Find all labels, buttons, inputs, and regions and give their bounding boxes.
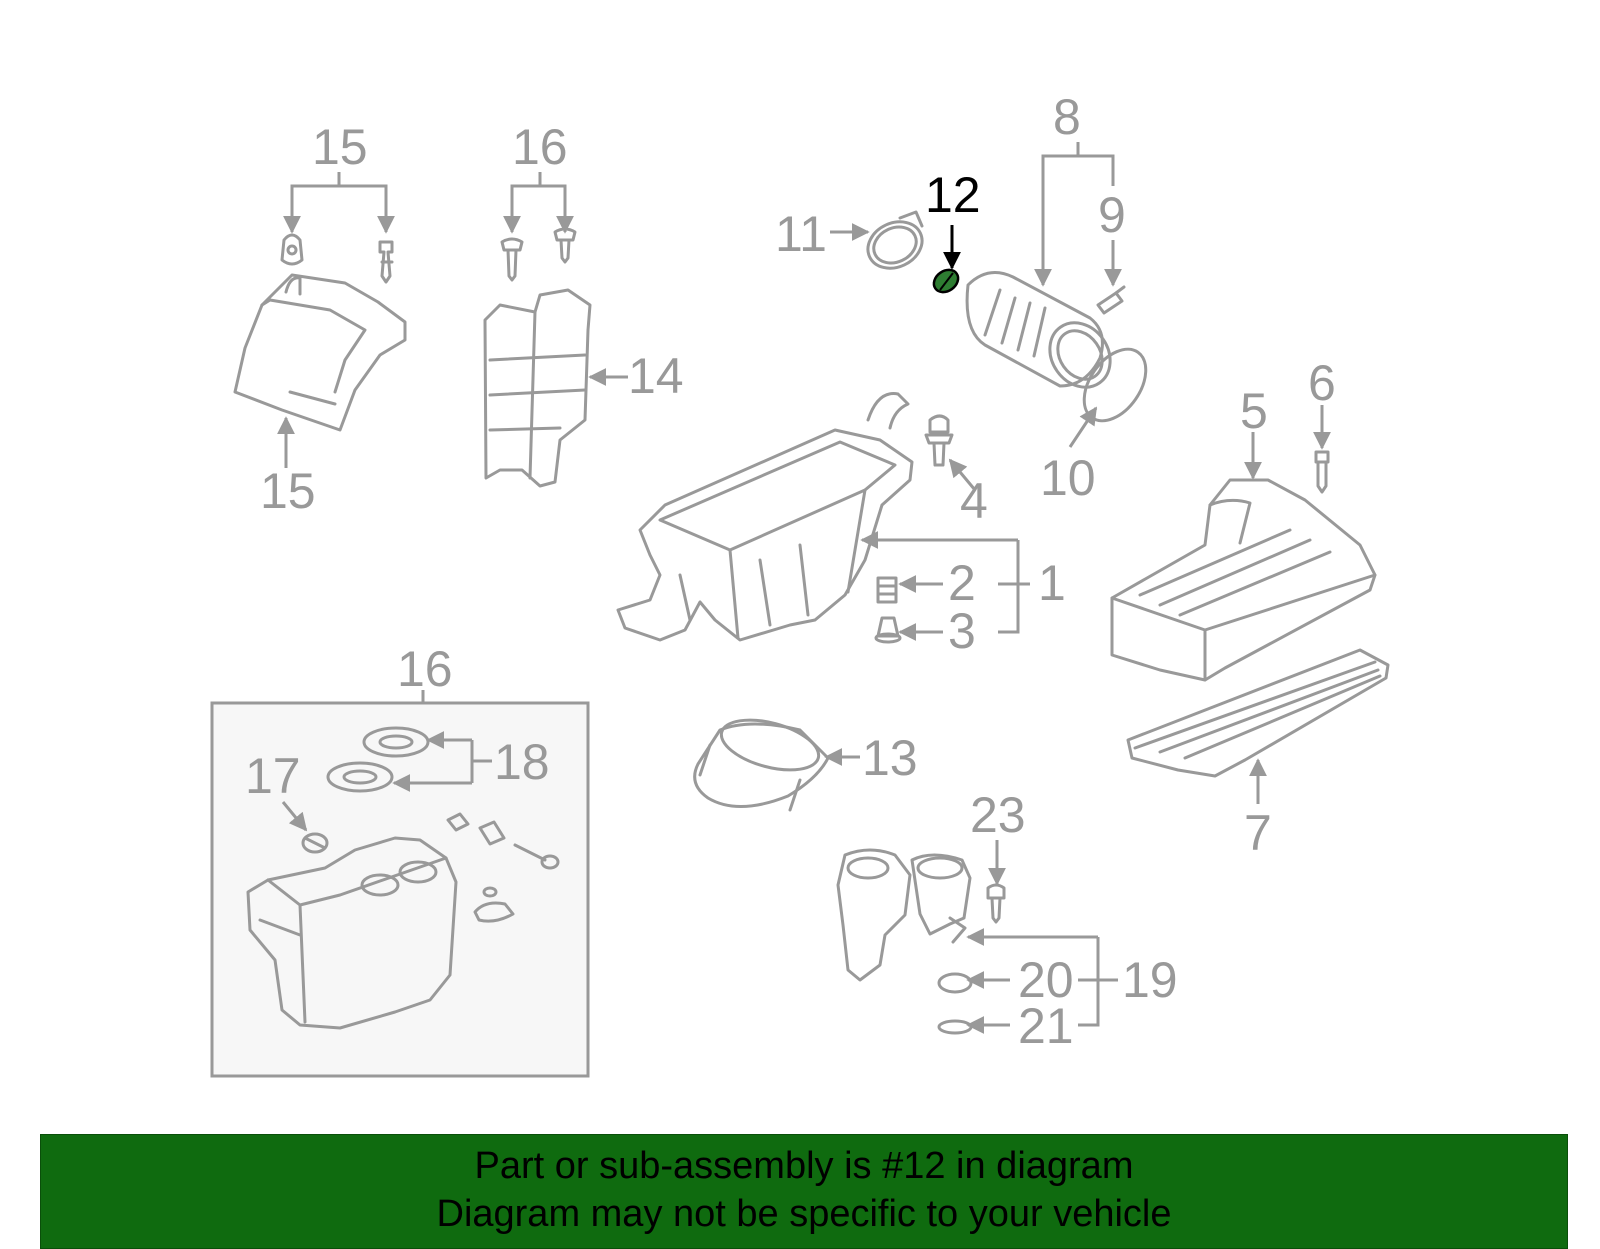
callout-group-16-left <box>283 172 395 234</box>
callout-label: 16 <box>397 641 453 697</box>
air-box-upper-part-5 <box>1110 478 1377 682</box>
air-box-lower-part-1 <box>616 392 914 642</box>
intake-seal-part-13 <box>693 718 830 812</box>
air-filter-part-7 <box>1126 648 1390 778</box>
grommet-part-2 <box>876 576 898 604</box>
o-ring-part-22 <box>937 1019 973 1035</box>
clip-nut-part <box>280 233 304 266</box>
callout-label: 20 <box>1018 952 1074 1008</box>
leader-4 <box>948 458 977 491</box>
intake-hose-part-8 <box>965 271 1112 389</box>
callout-label: 19 <box>1122 952 1178 1008</box>
callout-label: 9 <box>1098 187 1126 243</box>
callout-label: 14 <box>628 348 684 404</box>
callout-label: 2 <box>948 555 976 611</box>
banner-line-1: Part or sub-assembly is #12 in diagram <box>474 1145 1134 1187</box>
screw-part-b <box>553 227 577 264</box>
callout-label: 1 <box>1038 555 1066 611</box>
callout-label: 15 <box>312 119 368 175</box>
info-banner: Part or sub-assembly is #12 in diagram D… <box>40 1134 1568 1249</box>
callout-label: 15 <box>260 463 316 519</box>
callout-label: 13 <box>862 730 918 786</box>
o-ring-part-21 <box>937 972 973 994</box>
grommet-part-18 <box>301 832 329 854</box>
o-ring-part-10 <box>1082 347 1148 423</box>
callout-label: 6 <box>1308 355 1336 411</box>
fasteners-in-kit <box>446 812 560 923</box>
callout-group-16-middle <box>503 172 574 234</box>
grommet-part-3 <box>874 616 902 644</box>
callout-group-19 <box>392 731 492 792</box>
callout-group-1-2-3 <box>860 531 1030 641</box>
callout-label: 17 <box>245 748 301 804</box>
callout-label: 3 <box>948 603 976 659</box>
callout-label: 10 <box>1040 450 1096 506</box>
callout-group-20-21-22 <box>966 928 1118 1034</box>
air-guide-part-15 <box>233 273 407 432</box>
screw-part-a <box>500 237 524 282</box>
leader-10 <box>1068 406 1098 448</box>
screw-part-23 <box>986 883 1006 924</box>
leader-18 <box>281 801 308 832</box>
kit-box-17 <box>210 701 590 1078</box>
callout-label: 23 <box>970 787 1026 843</box>
resonator-part-17 <box>246 836 458 1030</box>
duct-part-14 <box>483 288 592 488</box>
callout-label: 16 <box>512 119 568 175</box>
screw-part-6 <box>1314 450 1330 494</box>
banner-line-2: Diagram may not be specific to your vehi… <box>436 1193 1172 1235</box>
callout-label: 21 <box>1018 998 1074 1054</box>
callout-label: 18 <box>494 734 550 790</box>
callout-label: 4 <box>960 473 988 529</box>
callout-label: 11 <box>775 206 827 262</box>
highlighted-part-12[interactable] <box>930 265 963 296</box>
push-clip-part <box>378 240 394 284</box>
callout-label: 5 <box>1240 383 1268 439</box>
callout-label: 8 <box>1053 89 1081 145</box>
intake-duct-part-20 <box>836 848 972 982</box>
sensor-part-9 <box>1096 285 1126 315</box>
hose-clamp-part-11 <box>866 210 924 270</box>
callout-label-highlighted[interactable]: 12 <box>925 167 981 223</box>
callout-group-8-9 <box>1034 142 1122 287</box>
callout-label: 7 <box>1244 805 1272 861</box>
bolt-part-4 <box>924 414 954 467</box>
